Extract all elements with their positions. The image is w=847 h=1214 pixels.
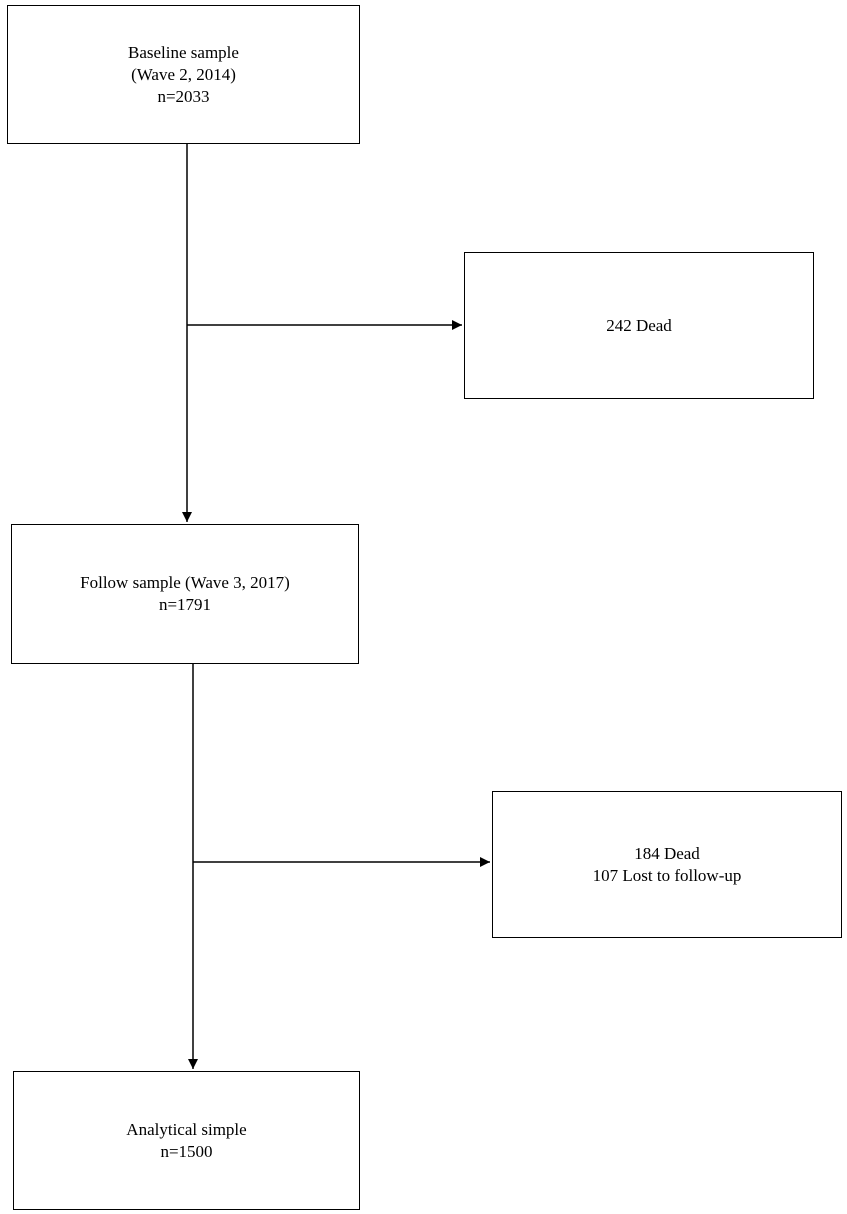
follow-sample-box: Follow sample (Wave 3, 2017) n=1791 [11, 524, 359, 664]
analytical-sample-box: Analytical simple n=1500 [13, 1071, 360, 1210]
baseline-title: Baseline sample [128, 42, 239, 62]
analytical-count: n=1500 [160, 1141, 213, 1161]
excluded-dead-box-1: 242 Dead [464, 252, 814, 399]
baseline-count: n=2033 [157, 86, 210, 106]
excluded-2-dead: 184 Dead [634, 843, 700, 863]
excluded-dead-lost-box-2: 184 Dead 107 Lost to follow-up [492, 791, 842, 938]
follow-title: Follow sample (Wave 3, 2017) [80, 573, 290, 592]
analytical-title: Analytical simple [126, 1119, 247, 1139]
baseline-sample-box: Baseline sample (Wave 2, 2014) n=2033 [7, 5, 360, 144]
baseline-wave: (Wave 2, 2014) [131, 64, 236, 84]
excluded-1-dead: 242 Dead [606, 315, 672, 335]
follow-count: n=1791 [158, 595, 212, 614]
excluded-2-lost: 107 Lost to follow-up [592, 865, 742, 885]
